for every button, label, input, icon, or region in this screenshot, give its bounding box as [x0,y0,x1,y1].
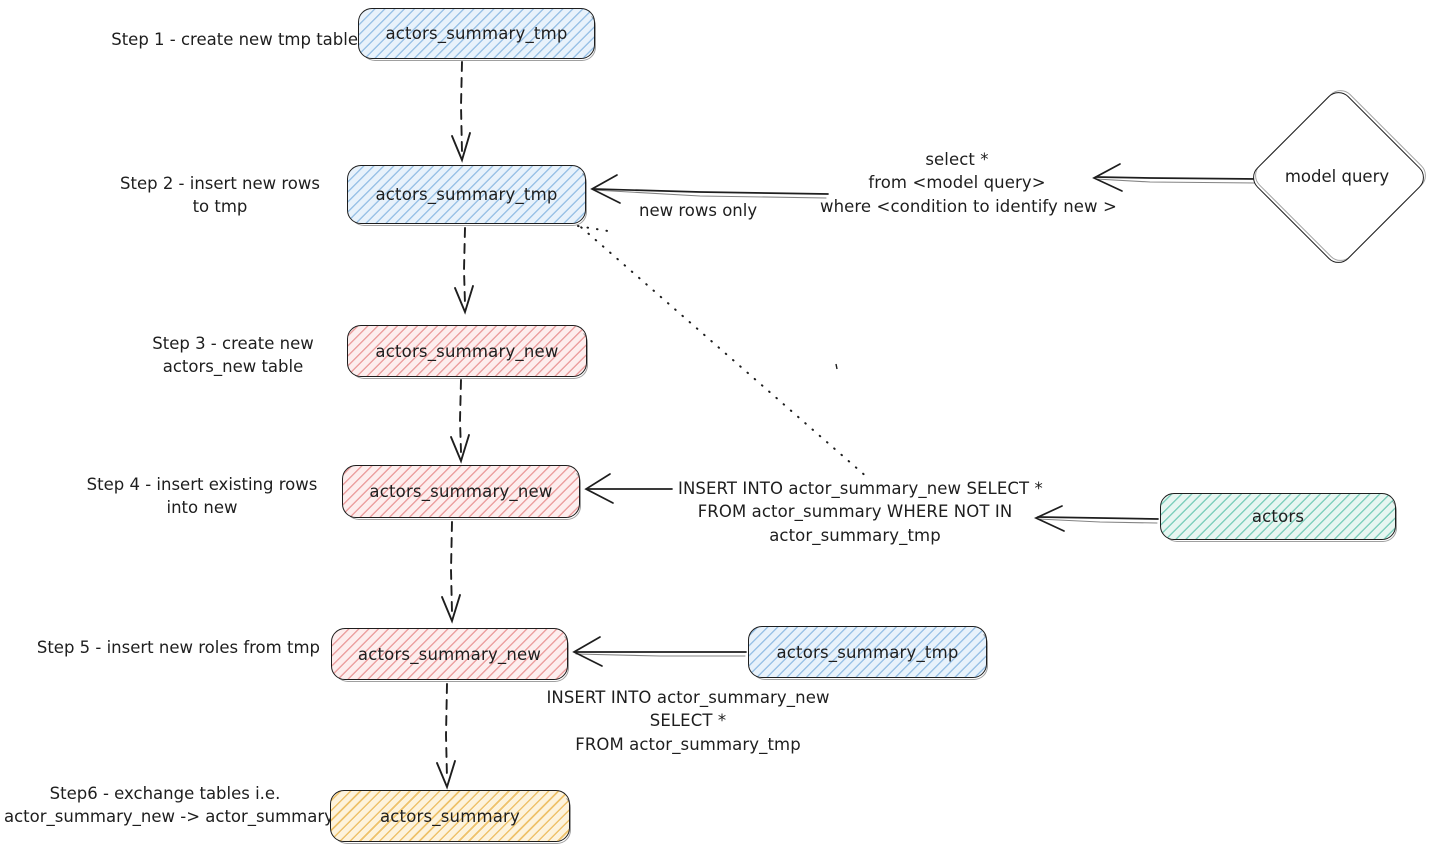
node-actors-summary-new-step4[interactable]: actors_summary_new [342,465,581,520]
step-label-3: Step 3 - create new actors_new table [152,334,314,377]
node-actors-summary-tmp-source-step5[interactable]: actors_summary_tmp [748,626,988,680]
arrow-step1-to-step2 [451,61,471,163]
arrow-step4-to-step5 [441,521,461,624]
annotation-new-rows-only: new rows only [639,201,758,220]
node-label: actors_summary_tmp [375,185,558,204]
node-label: actors_summary [379,806,521,826]
arrow-step3-to-step4 [450,379,470,464]
node-label: actors [1251,507,1305,526]
arrow-step2-to-step3 [454,227,474,315]
node-label: actors_summary_tmp [776,642,959,662]
node-label: actors_summary_new [369,482,553,501]
arrow-actors-to-sql [1033,505,1159,532]
node-label: actors_summary_new [357,644,542,664]
dotted-reference-line [573,220,869,479]
arrow-modelquery-to-sql [1092,163,1259,192]
node-label: actors_summary_tmp [385,24,568,43]
node-actors-summary-step6[interactable]: actors_summary [330,790,571,844]
node-actors-summary-tmp-step2[interactable]: actors_summary_tmp [347,165,587,226]
arrow-sql-to-new4 [584,473,673,504]
node-actors-summary-new-step5[interactable]: actors_summary_new [331,628,569,682]
node-model-query[interactable]: model query [1246,83,1432,269]
step-label-2: Step 2 - insert new rows to tmp [120,174,320,217]
annotation-insert-from-tmp-sql: INSERT INTO actor_summary_new SELECT * F… [546,688,830,754]
arrow-tmp-to-new5 [572,636,747,667]
annotation-insert-existing-sql: INSERT INTO actor_summary_new SELECT * F… [678,479,1043,545]
step-label-4: Step 4 - insert existing rows into new [86,475,318,518]
node-actors-source[interactable]: actors [1160,493,1397,542]
step-label-1: Step 1 - create new tmp table [111,30,358,49]
arrow-step5-to-step6 [436,683,456,790]
node-label: actors_summary_new [375,341,559,361]
diamond-label: model query [1284,166,1390,186]
stray-ink-dot [835,363,838,370]
step-label-6: Step6 - exchange tables i.e. actor_summa… [4,784,334,827]
node-actors-summary-tmp-step1[interactable]: actors_summary_tmp [358,8,596,61]
node-actors-summary-new-step3[interactable]: actors_summary_new [347,325,588,379]
step-label-5: Step 5 - insert new roles from tmp [36,638,320,657]
annotation-model-query-sql: select * from <model query> where <condi… [820,150,1117,216]
